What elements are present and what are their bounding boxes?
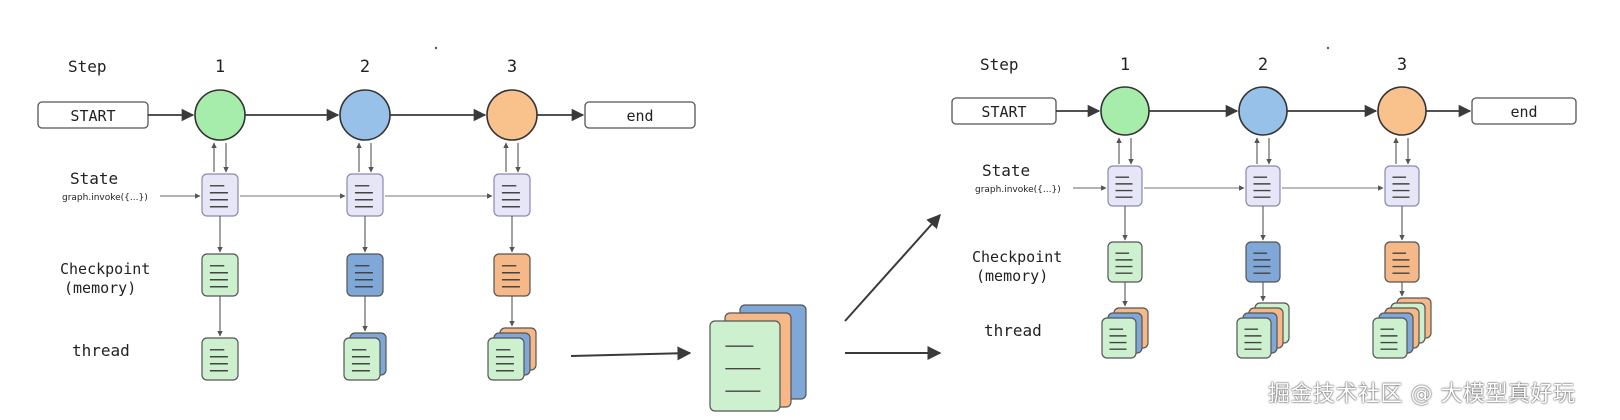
arrow-big-thread-up bbox=[844, 213, 941, 322]
step-1-state-doc bbox=[201, 173, 239, 217]
stray-dot bbox=[434, 46, 438, 50]
step-3-checkpoint-doc bbox=[1384, 241, 1420, 283]
checkpoint-label: Checkpoint bbox=[972, 248, 1062, 266]
end-box bbox=[584, 101, 696, 129]
big-thread-stack bbox=[709, 304, 807, 412]
step-1-thread-stack bbox=[1101, 307, 1149, 359]
stray-dot bbox=[1326, 46, 1330, 50]
state-label: State bbox=[70, 169, 118, 188]
step-1-thread-stack bbox=[201, 337, 239, 381]
thread-doc-layer bbox=[343, 337, 381, 381]
step-2-state-doc bbox=[1245, 165, 1281, 207]
end-label: end bbox=[1510, 103, 1537, 121]
step-1-checkpoint-doc bbox=[201, 253, 239, 297]
step-3-thread-stack bbox=[487, 327, 537, 381]
step-2-number: 2 bbox=[360, 57, 370, 77]
step-label: Step bbox=[68, 57, 107, 76]
step-3-thread-stack bbox=[1372, 297, 1432, 359]
thread-doc-layer bbox=[487, 337, 525, 381]
step-1-node bbox=[1100, 86, 1150, 136]
checkpoint-label: Checkpoint bbox=[60, 260, 150, 278]
thread-doc-layer bbox=[1372, 317, 1408, 359]
state-label: State bbox=[982, 161, 1030, 180]
step-3-node bbox=[486, 89, 538, 141]
end-box bbox=[1471, 97, 1577, 125]
step-3-node bbox=[1377, 86, 1427, 136]
start-label: START bbox=[70, 107, 115, 125]
arrow-to-big-thread bbox=[570, 346, 692, 361]
step-3-state-doc bbox=[1384, 165, 1420, 207]
step-3-number: 3 bbox=[1397, 55, 1407, 75]
step-2-thread-stack bbox=[343, 332, 387, 381]
watermark: 掘金技术社区 @ 大模型真好玩 bbox=[1268, 382, 1576, 407]
invoke-label: graph.invoke({...}) bbox=[975, 185, 1061, 195]
thread-doc-layer bbox=[1101, 317, 1137, 359]
memory-label: (memory) bbox=[64, 279, 136, 297]
big-thread-doc-front bbox=[709, 320, 781, 412]
step-label: Step bbox=[980, 55, 1019, 74]
thread-label: thread bbox=[72, 341, 130, 360]
invoke-label: graph.invoke({...}) bbox=[62, 193, 148, 203]
step-2-state-doc bbox=[346, 173, 384, 217]
step-3-checkpoint-doc bbox=[493, 253, 531, 297]
step-2-number: 2 bbox=[1258, 55, 1268, 75]
start-label: START bbox=[981, 103, 1026, 121]
step-1-number: 1 bbox=[1120, 55, 1130, 75]
end-label: end bbox=[626, 107, 653, 125]
step-3-state-doc bbox=[493, 173, 531, 217]
thread-doc-layer bbox=[201, 337, 239, 381]
middle-thread-stack bbox=[434, 46, 1330, 412]
step-1-checkpoint-doc bbox=[1107, 241, 1143, 283]
step-2-checkpoint-doc bbox=[1245, 241, 1281, 283]
step-3-number: 3 bbox=[507, 57, 517, 77]
step-1-state-doc bbox=[1107, 165, 1143, 207]
step-2-node bbox=[1238, 86, 1288, 136]
step-1-node bbox=[194, 89, 246, 141]
thread-doc-layer bbox=[1236, 317, 1272, 359]
step-2-thread-stack bbox=[1236, 302, 1290, 359]
step-2-checkpoint-doc bbox=[346, 253, 384, 297]
step-2-node bbox=[339, 89, 391, 141]
thread-label: thread bbox=[984, 321, 1042, 340]
memory-label: (memory) bbox=[976, 267, 1048, 285]
step-1-number: 1 bbox=[215, 57, 225, 77]
